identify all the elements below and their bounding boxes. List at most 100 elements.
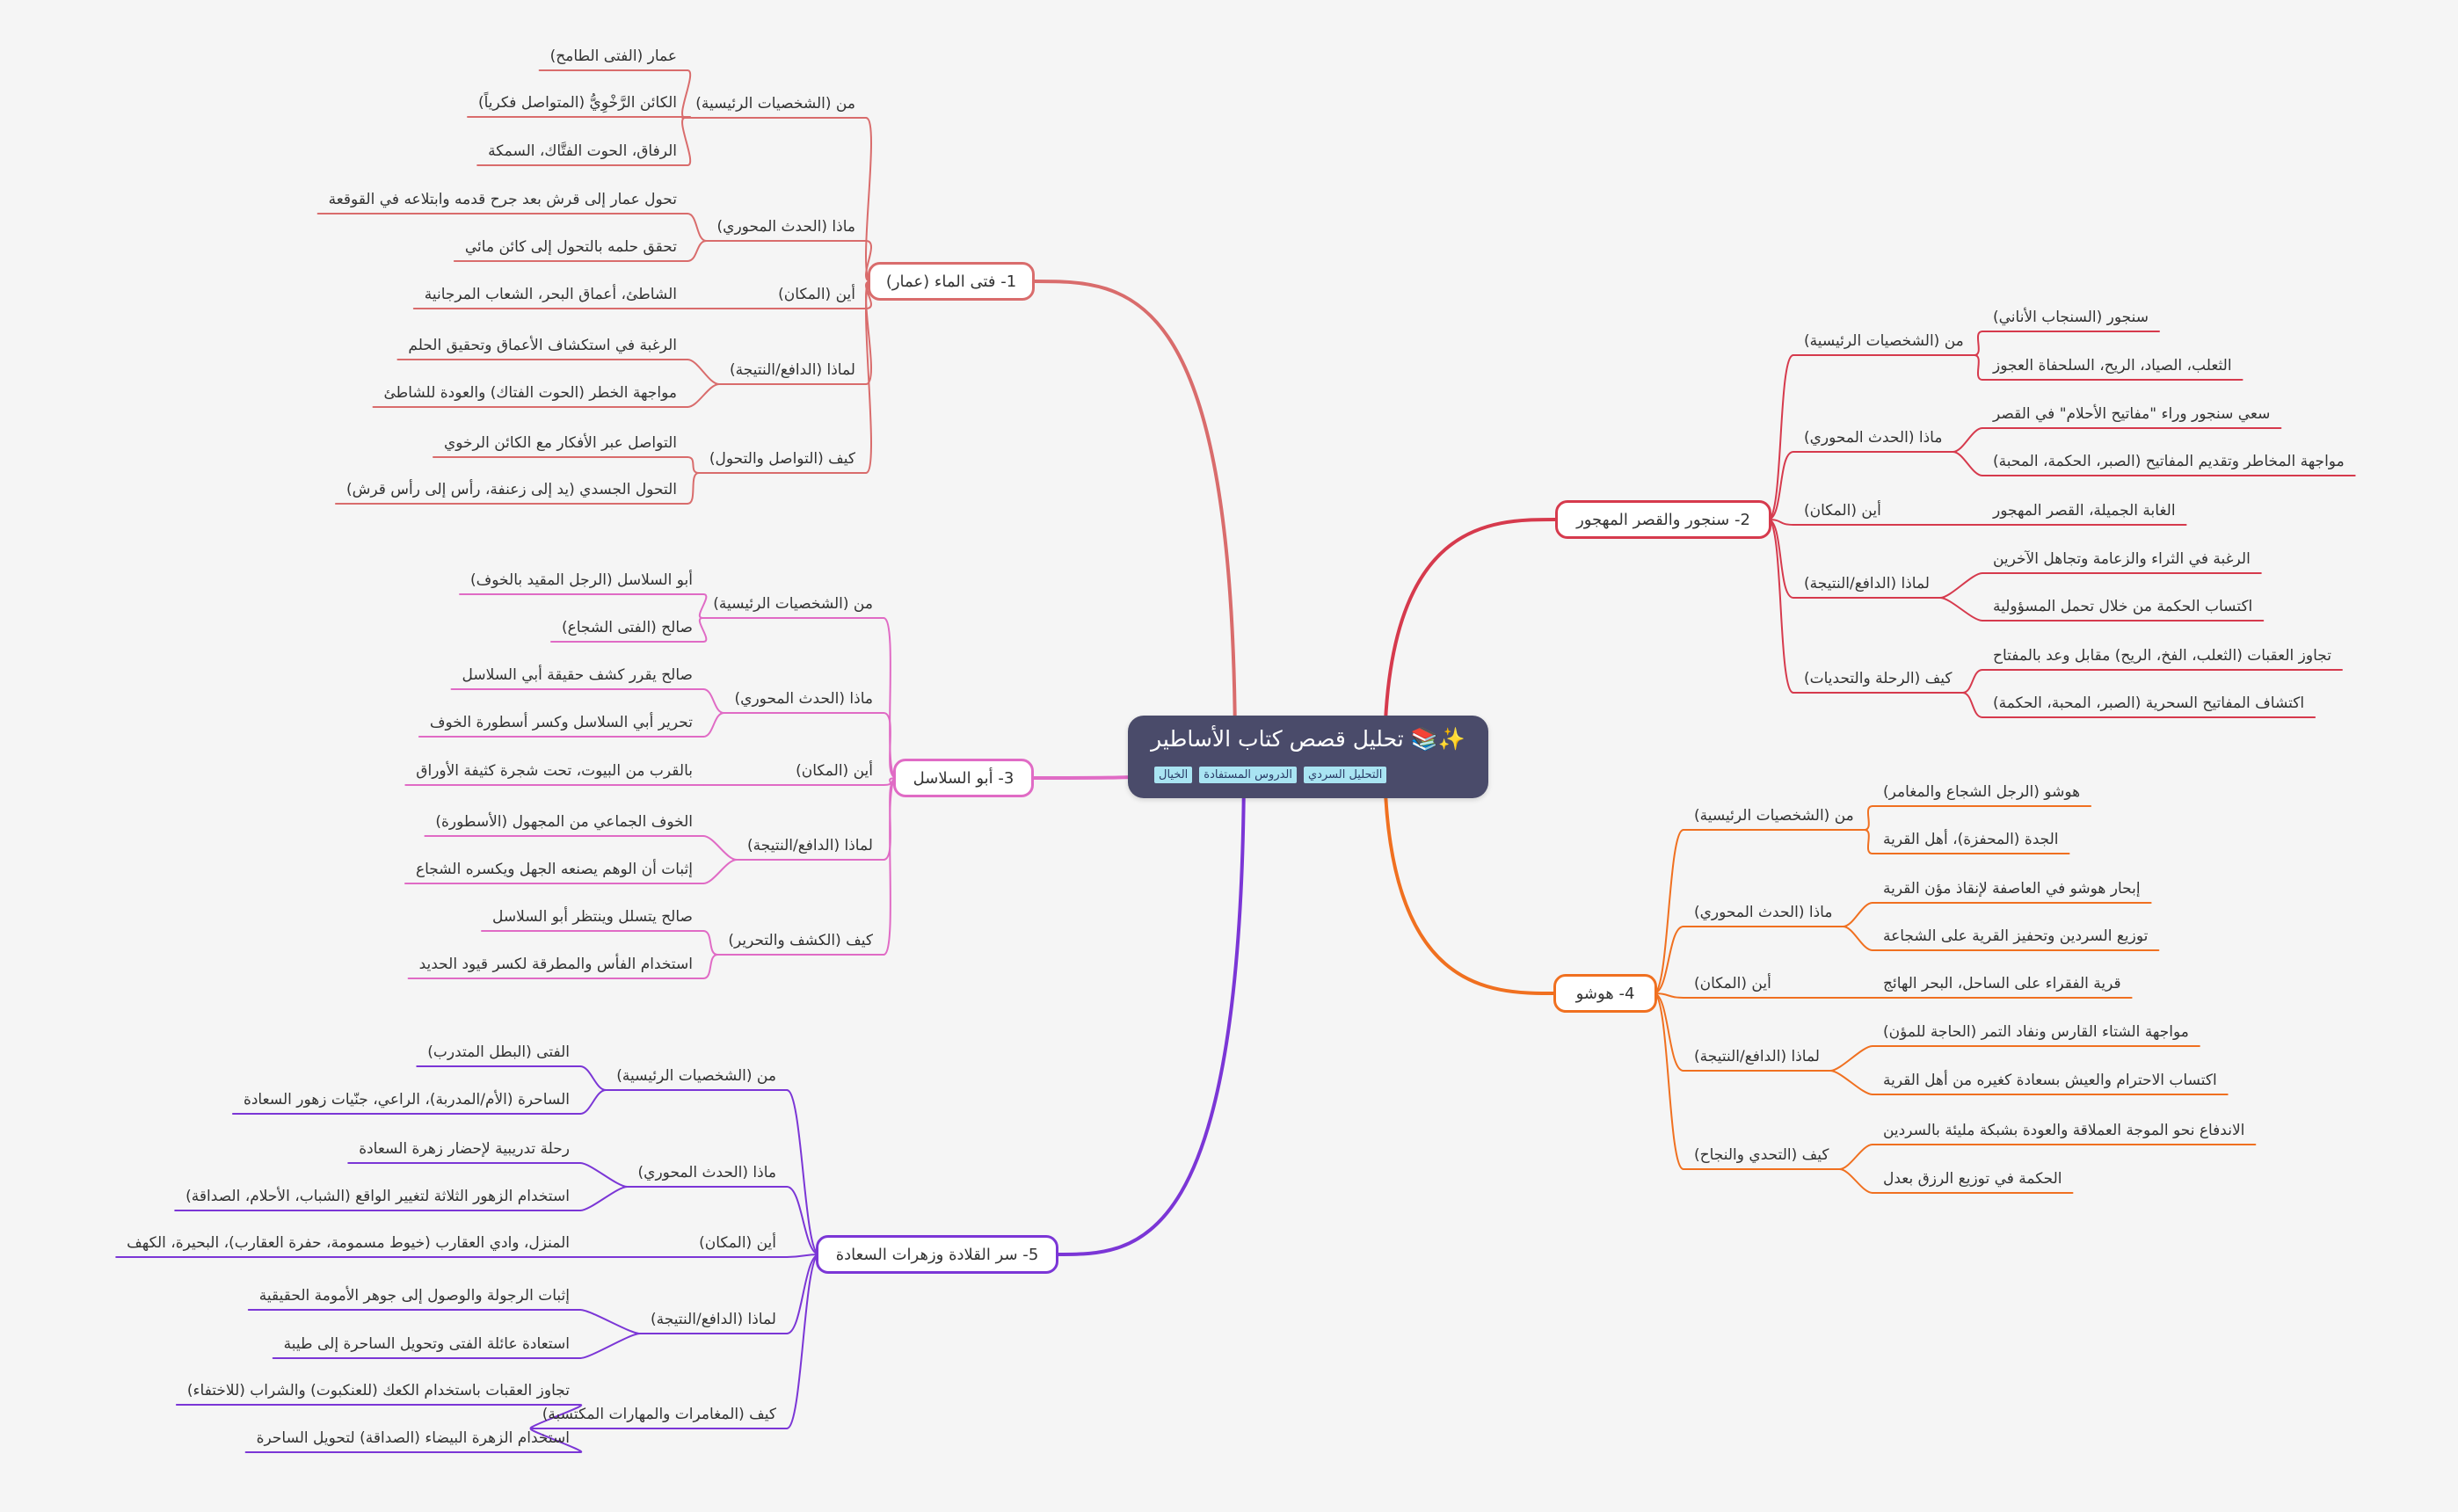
branch-topic-connector (1767, 451, 1794, 520)
detail-node-label: استعادة عائلة الفتى وتحويل الساحرة إلى ط… (283, 1335, 570, 1353)
branch-topic-connector (865, 280, 872, 474)
detail-node-label: الساحرة (الأم/المدربة)، الراعي، جنّيات ز… (243, 1091, 570, 1109)
topic-node[interactable]: كيف (التواصل والتحول) (699, 445, 866, 473)
detail-node-label: التحول الجسدي (يد إلى زعنفة، رأس إلى رأس… (345, 481, 677, 498)
detail-node[interactable]: تحقق حلمه بالتحول إلى كائن مائي (455, 233, 687, 261)
detail-node[interactable]: الاندفاع نحو الموجة العملاقة والعودة بشب… (1873, 1116, 2255, 1145)
detail-node[interactable]: إبحار هوشو في العاصفة لإنقاذ مؤن القرية (1873, 875, 2151, 903)
detail-node[interactable]: أبو السلاسل (الرجل المقيد بالخوف) (460, 566, 703, 594)
detail-node[interactable]: صالح (الفتى الشجاع) (551, 614, 703, 642)
topic-node[interactable]: كيف (الكشف والتحرير) (717, 927, 884, 955)
branch-topic-connector (786, 1254, 820, 1258)
topic-node[interactable]: أين (المكان) (767, 280, 866, 309)
topic-detail-connector (579, 1309, 642, 1334)
detail-node[interactable]: الساحرة (الأم/المدربة)، الراعي، جنّيات ز… (233, 1086, 580, 1114)
detail-node[interactable]: مواجهة الشتاء القارس ونفاد التمر (الحاجة… (1873, 1018, 2200, 1046)
detail-node[interactable]: هوشو (الرجل الشجاع والمغامر) (1873, 778, 2091, 806)
topic-node[interactable]: لماذا (الدافع/النتيجة) (737, 832, 884, 860)
detail-node[interactable]: اكتساب الحكمة من خلال تحمل المسؤولية (1982, 592, 2263, 621)
topic-node[interactable]: كيف (التحدي والنجاح) (1684, 1141, 1839, 1169)
topic-node[interactable]: ماذا (الحدث المحوري) (1793, 424, 1953, 452)
detail-node[interactable]: الرغبة في الثراء والزعامة وتجاهل الآخرين (1982, 545, 2261, 573)
topic-detail-connector (1961, 692, 1983, 718)
detail-node[interactable]: إثبات الرجولة والوصول إلى جوهر الأمومة ا… (249, 1282, 580, 1310)
topic-node[interactable]: من (الشخصيات الرئيسية) (1684, 802, 1865, 830)
topic-node[interactable]: ماذا (الحدث المحوري) (628, 1159, 787, 1187)
detail-node[interactable]: الجدة (المحفزة)، أهل القرية (1873, 825, 2069, 854)
detail-node-label: تجاوز العقبات باستخدام الكعك (للعنكبوت) … (186, 1382, 570, 1399)
detail-node[interactable]: سنجور (السنجاب الأناني) (1982, 303, 2159, 331)
branch-topic-connector (883, 712, 898, 779)
topic-node[interactable]: من (الشخصيات الرئيسية) (702, 590, 884, 618)
detail-node[interactable]: الشاطئ، أعماق البحر، الشعاب المرجانية (414, 280, 687, 309)
topic-node[interactable]: أين (المكان) (785, 757, 884, 785)
topic-detail-connector (687, 456, 700, 474)
detail-node-label: قرية الفقراء على الساحل، البحر الهائج (1882, 975, 2121, 992)
topic-node[interactable]: لماذا (الدافع/النتيجة) (640, 1305, 787, 1334)
topic-node[interactable]: أين (المكان) (1793, 497, 1892, 525)
detail-node-label: إثبات الرجولة والوصول إلى جوهر الأمومة ا… (258, 1287, 570, 1305)
topic-node[interactable]: أين (المكان) (1684, 970, 1782, 998)
detail-node[interactable]: بالقرب من البيوت، تحت شجرة كثيفة الأوراق (405, 757, 703, 785)
detail-node-label: الشاطئ، أعماق البحر، الشعاب المرجانية (424, 286, 677, 303)
detail-node[interactable]: مواجهة المخاطر وتقديم المفاتيح (الصبر، ا… (1982, 447, 2355, 476)
detail-node[interactable]: صالح يقرر كشف حقيقة أبي السلاسل (452, 661, 703, 689)
tag-label: الدروس المستفادة (1199, 767, 1297, 783)
detail-node[interactable]: الرفاق، الحوت الفتَّاك، السمكة (477, 137, 687, 165)
detail-node[interactable]: تحول عمار إلى قرش بعد جرح قدمه وابتلاعه … (318, 185, 687, 214)
detail-node[interactable]: الفتى (البطل المتدرب) (417, 1038, 580, 1066)
topic-node[interactable]: من (الشخصيات الرئيسية) (685, 90, 866, 118)
root-branch-connector (1057, 755, 1246, 1256)
detail-node[interactable]: توزيع السردين وتحفيز القرية على الشجاعة (1873, 922, 2158, 950)
topic-node[interactable]: لماذا (الدافع/النتيجة) (719, 356, 866, 384)
topic-node[interactable]: ماذا (الحدث المحوري) (1684, 898, 1843, 927)
branch-node[interactable]: 2- سنجور والقصر المهجور (1555, 500, 1771, 539)
detail-node[interactable]: صالح يتسلل وينتظر أبو السلاسل (482, 903, 703, 931)
detail-node[interactable]: المنزل، وادي العقارب (خيوط مسمومة، حفرة … (116, 1229, 580, 1257)
detail-node[interactable]: الحكمة في توزيع الرزق بعدل (1873, 1165, 2073, 1193)
detail-node[interactable]: إثبات أن الوهم يصنعه الجهل ويكسره الشجاع (405, 855, 703, 883)
detail-node[interactable]: استخدام الفأس والمطرقة لكسر قيود الحديد (409, 950, 703, 978)
detail-node[interactable]: الرغبة في استكشاف الأعماق وتحقيق الحلم (397, 331, 687, 360)
detail-node[interactable]: الخوف الجماعي من المجهول (الأسطورة) (425, 808, 703, 836)
detail-node[interactable]: الثعلب، الصياد، الريح، السلحفاة العجوز (1982, 352, 2243, 380)
detail-node[interactable]: التواصل عبر الأفكار مع الكائن الرخوي (433, 429, 687, 457)
root-node[interactable]: ✨📚 تحليل قصص كتاب الأساطير الخيال الدروس… (1128, 716, 1488, 798)
detail-node-label: الخوف الجماعي من المجهول (الأسطورة) (435, 813, 693, 831)
topic-detail-connector (1838, 1168, 1873, 1194)
detail-node[interactable]: التحول الجسدي (يد إلى زعنفة، رأس إلى رأس… (336, 476, 687, 504)
topic-detail-connector (687, 472, 700, 505)
detail-node[interactable]: عمار (الفتى الطامح) (540, 42, 687, 70)
topic-node[interactable]: لماذا (الدافع/النتيجة) (1684, 1043, 1830, 1071)
topic-node[interactable]: ماذا (الحدث المحوري) (707, 213, 866, 241)
topic-detail-connector (1973, 354, 1983, 381)
detail-node[interactable]: تجاوز العقبات (الثعلب، الفخ، الريح) مقاب… (1982, 642, 2342, 670)
topic-node[interactable]: كيف (المغامرات والمهارات المكتسبة) (532, 1400, 787, 1428)
topic-node[interactable]: لماذا (الدافع/النتيجة) (1793, 570, 1940, 598)
topic-node[interactable]: ماذا (الحدث المحوري) (724, 685, 884, 713)
detail-node[interactable]: استعادة عائلة الفتى وتحويل الساحرة إلى ط… (273, 1330, 580, 1358)
detail-node[interactable]: مواجهة الخطر (الحوت الفتاك) والعودة للشا… (374, 379, 687, 407)
branch-node[interactable]: 5- سر القلادة وزهرات السعادة (816, 1235, 1058, 1274)
topic-node[interactable]: أين (المكان) (688, 1229, 787, 1257)
branch-topic-connector (1767, 519, 1794, 599)
detail-node[interactable]: اكتشاف المفاتيح السحرية (الصبر، المحبة، … (1982, 689, 2315, 717)
detail-node[interactable]: قرية الفقراء على الساحل، البحر الهائج (1873, 970, 2132, 998)
detail-node[interactable]: الغابة الجميلة، القصر المهجور (1982, 497, 2186, 525)
detail-node[interactable]: اكتساب الاحترام والعيش بسعادة كغيره من أ… (1873, 1066, 2228, 1094)
detail-node[interactable]: تجاوز العقبات باستخدام الكعك (للعنكبوت) … (177, 1377, 580, 1405)
topic-node[interactable]: من (الشخصيات الرئيسية) (1793, 327, 1974, 355)
branch-node[interactable]: 3- أبو السلاسل (893, 759, 1034, 797)
detail-node[interactable]: الكائن الرَّخْوِيُّ (المتواصل فكرياً) (468, 89, 687, 117)
detail-node[interactable]: استخدام الزهرة البيضاء (الصداقة) لتحويل … (246, 1424, 580, 1452)
detail-node[interactable]: استخدام الزهور الثلاثة لتغيير الواقع (ال… (175, 1182, 580, 1210)
branch-node[interactable]: 4- هوشو (1553, 974, 1657, 1013)
detail-node-label: مواجهة الشتاء القارس ونفاد التمر (الحاجة… (1882, 1023, 2189, 1041)
detail-node[interactable]: سعي سنجور وراء "مفاتيح الأحلام" في القصر (1982, 400, 2280, 428)
topic-node[interactable]: من (الشخصيات الرئيسية) (606, 1062, 787, 1090)
detail-node[interactable]: تحرير أبي السلاسل وكسر أسطورة الخوف (419, 709, 703, 737)
detail-node[interactable]: رحلة تدريبية لإحضار زهرة السعادة (348, 1135, 580, 1163)
detail-node-label: استخدام الزهرة البيضاء (الصداقة) لتحويل … (256, 1429, 570, 1447)
topic-node[interactable]: كيف (الرحلة والتحديات) (1793, 665, 1962, 693)
branch-node[interactable]: 1- فتى الماء (عمار) (868, 262, 1035, 301)
